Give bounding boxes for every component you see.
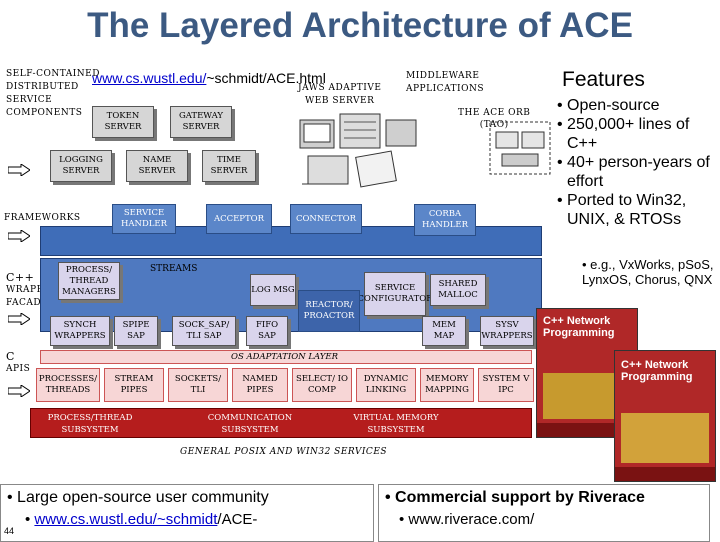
gateway-server-box: Gateway server (170, 106, 232, 138)
virtual-memory-subsystem: Virtual memory subsystem (353, 413, 439, 435)
token-server-box: Token server (92, 106, 154, 138)
sysv-wrappers-box: SYSV wrappers (480, 316, 534, 346)
components-label-line: Self-contained (6, 69, 100, 79)
shared-malloc-box: Shared malloc (430, 274, 486, 306)
feature-item: • 40+ person-years of effort (557, 154, 710, 190)
streams-label: Streams (150, 264, 198, 274)
jaws-server-illustration (298, 110, 448, 190)
components-label-line: service (6, 95, 53, 105)
dynamic-linking-box: Dynamic linking (356, 368, 416, 402)
mem-map-box: Mem map (422, 316, 466, 346)
wrapper-label-line: facades (6, 298, 55, 308)
feature-item: • Ported to Win32, UNIX, & RTOSs (557, 192, 687, 228)
logging-server-box: Logging server (50, 150, 112, 182)
feature-item: • Open-source (557, 97, 660, 114)
acceptor-box: Acceptor (206, 204, 272, 234)
commercial-support-box: • Commercial support by Riverace • www.r… (378, 484, 710, 542)
service-handler-box: Service handler (112, 204, 176, 234)
synch-wrappers-box: Synch wrappers (50, 316, 110, 346)
wrapper-label-line: C++ (6, 271, 35, 284)
book-title: C++ Network Programming (621, 359, 693, 383)
rtos-examples: • e.g., VxWorks, pSoS, LynxOS, Chorus, Q… (582, 257, 714, 287)
tao-label-line: (TAO) (479, 120, 509, 130)
user-community-text: • Large open-source user community (7, 489, 269, 506)
schmidt-link[interactable]: www.cs.wustl.edu/~schmidt (34, 511, 218, 528)
fifo-sap-box: FIFO SAP (246, 316, 288, 346)
features-list: • Open-source • 250,000+ lines of C++ • … (557, 96, 717, 229)
subsystems-band: Process/thread subsystem Communication s… (30, 408, 532, 438)
named-pipes-box: Named pipes (232, 368, 288, 402)
select-io-comp-box: select/ IO comp (292, 368, 352, 402)
log-msg-box: Log msg (250, 274, 296, 306)
name-server-box: Name server (126, 150, 188, 182)
stream-pipes-box: Stream pipes (104, 368, 164, 402)
wrapper-label-line: wrapper (6, 285, 58, 295)
arrow-right-icon (8, 385, 30, 397)
process-thread-subsystem: Process/thread subsystem (47, 413, 133, 435)
sockets-tli-box: Sockets/ TLI (168, 368, 228, 402)
arrow-right-icon (8, 164, 30, 176)
service-configurator-box: Service configurator (357, 272, 433, 316)
page-number: 44 (4, 526, 15, 536)
communication-subsystem: Communication subsystem (207, 413, 293, 435)
user-community-url[interactable]: • www.cs.wustl.edu/~schmidt/ACE- (25, 511, 257, 528)
os-adaptation-layer: OS adaptation layer (40, 350, 532, 364)
processes-threads-box: Processes/ threads (36, 368, 100, 402)
ace-url[interactable]: www.cs.wustl.edu/~schmidt/ACE.html (92, 70, 326, 86)
frameworks-label: Frameworks (4, 213, 81, 223)
memory-mapping-box: Memory mapping (420, 368, 474, 402)
feature-item: • 250,000+ lines of C++ (557, 116, 690, 152)
middleware-label: Middleware applications (406, 70, 484, 96)
arrow-right-icon (8, 230, 30, 242)
commercial-support-text: • Commercial support by Riverace (385, 489, 645, 506)
riverace-url[interactable]: • www.riverace.com/ (399, 511, 535, 528)
middleware-label-line: applications (406, 84, 485, 94)
book-footer (615, 467, 715, 481)
components-label-line: distributed (6, 82, 79, 92)
jaws-label-line: web server (305, 96, 375, 106)
book-image (621, 413, 709, 463)
corba-handler-box: CORBA handler (414, 204, 476, 236)
components-label: Self-contained distributed service compo… (6, 68, 100, 120)
book-title: C++ Network Programming (543, 315, 615, 339)
user-community-box: • Large open-source user community • www… (0, 484, 374, 542)
connector-box: Connector (290, 204, 362, 234)
process-thread-managers-box: Process/ thread managers (58, 262, 120, 300)
slide-title: The Layered Architecture of ACE (87, 6, 633, 45)
jaws-label: JAWS adaptive web server (298, 82, 381, 108)
capis-label-line: APIs (6, 364, 31, 374)
ace-url-rest: ~schmidt/ACE.html (206, 70, 326, 86)
tao-label-line: The ACE ORB (458, 108, 531, 118)
tao-label: The ACE ORB (TAO) (458, 107, 530, 131)
system-v-ipc-box: System V IPC (478, 368, 534, 402)
wrapper-label: C++ wrapper facades (6, 271, 57, 310)
posix-label: General POSIX and Win32 services (180, 447, 388, 457)
features-title: Features (562, 68, 645, 91)
url-bullet: • (25, 511, 35, 528)
time-server-box: Time server (202, 150, 256, 182)
middleware-label-line: Middleware (406, 71, 480, 81)
book-footer (537, 423, 637, 437)
tao-illustration (488, 118, 554, 178)
book-cover-vol2: C++ Network Programming (614, 350, 716, 482)
capis-label: C APIs (6, 350, 30, 376)
url-rest: /ACE- (217, 511, 258, 528)
capis-label-line: C (6, 350, 15, 363)
components-label-line: components (6, 108, 83, 118)
jaws-label-line: JAWS adaptive (298, 83, 382, 93)
sock-sap-box: SOCK_SAP/ TLI SAP (172, 316, 236, 346)
ace-url-link[interactable]: www.cs.wustl.edu/ (92, 70, 207, 86)
reactor-proactor-box: Reactor/ Proactor (298, 290, 360, 332)
arrow-right-icon (8, 313, 30, 325)
spipe-sap-box: SPIPE SAP (114, 316, 158, 346)
